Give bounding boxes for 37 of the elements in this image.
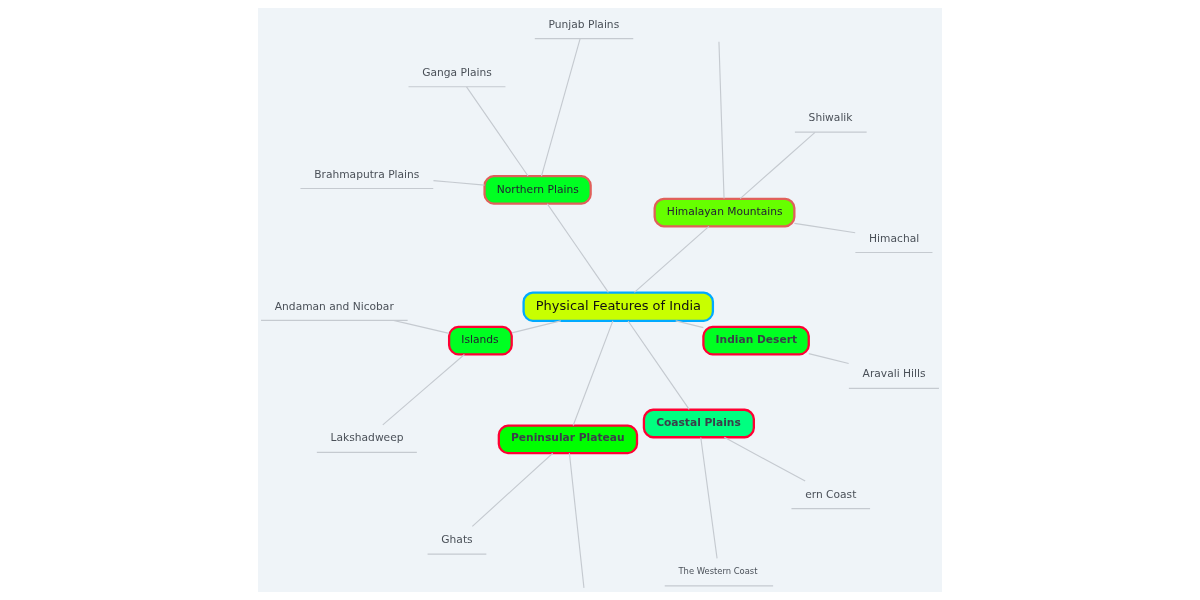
node-box: Peninsular Plateau bbox=[497, 424, 639, 455]
connector bbox=[739, 131, 816, 200]
connector bbox=[511, 320, 562, 334]
connector bbox=[540, 38, 581, 177]
connector bbox=[700, 436, 718, 559]
node-text: Himachal bbox=[869, 231, 920, 245]
connector bbox=[465, 86, 529, 177]
connector bbox=[723, 436, 806, 482]
node-box: Indian Desert bbox=[702, 325, 810, 356]
connector bbox=[382, 353, 465, 426]
node-text: ern Coast bbox=[805, 487, 857, 501]
node-text: Ghats bbox=[441, 533, 473, 547]
node-box: Coastal Plains bbox=[642, 408, 755, 439]
node-text: The Western Coast bbox=[678, 566, 758, 577]
connector bbox=[793, 222, 856, 234]
connector bbox=[471, 452, 554, 527]
node-text: Punjab Plains bbox=[548, 17, 620, 31]
connector bbox=[393, 319, 450, 334]
connector bbox=[568, 452, 585, 589]
node-text: Shiwalik bbox=[808, 111, 853, 125]
connector bbox=[627, 320, 690, 410]
connector bbox=[432, 180, 486, 186]
node-text: Andaman and Nicobar bbox=[274, 299, 394, 313]
node-text: Brahmaputra Plains bbox=[314, 167, 420, 181]
connector bbox=[675, 320, 704, 329]
connector bbox=[546, 203, 609, 293]
node-box: Physical Features of India bbox=[522, 291, 715, 322]
node-text: Aravali Hills bbox=[862, 367, 926, 381]
node-box: Northern Plains bbox=[483, 174, 592, 205]
connector bbox=[808, 353, 850, 365]
connector bbox=[718, 41, 725, 200]
node-text: Ganga Plains bbox=[422, 65, 492, 79]
connector bbox=[572, 320, 614, 427]
node-box: Himalayan Mountains bbox=[653, 197, 796, 228]
node-text: Lakshadweep bbox=[330, 431, 404, 445]
node-box: Islands bbox=[447, 325, 513, 356]
connector bbox=[633, 225, 710, 293]
